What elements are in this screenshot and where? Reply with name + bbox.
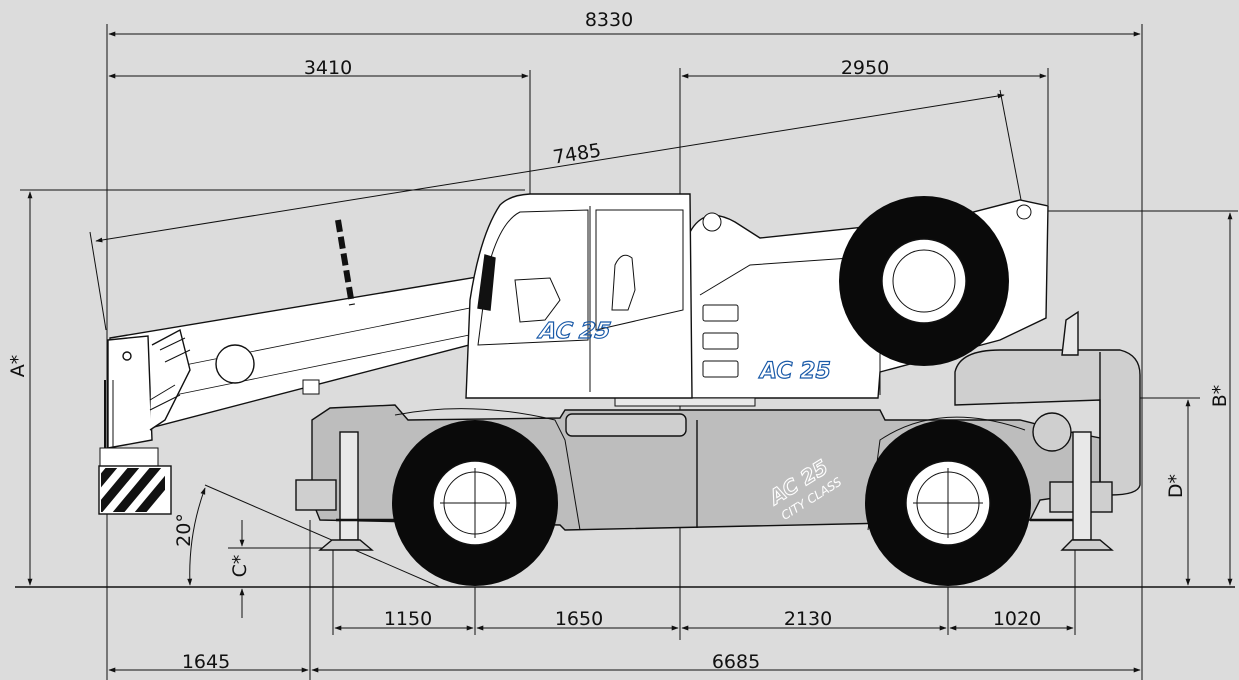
dim-front-axle: 1650: [555, 608, 603, 630]
rear-wheel: [865, 420, 1031, 586]
outriggers: [295, 431, 1114, 551]
counterweight-logo: AC 25: [758, 359, 831, 384]
dim-rear-axle: 2130: [784, 608, 832, 630]
dim-boom-front: 3410: [304, 57, 352, 79]
cab: [465, 193, 693, 399]
spare-wheel: [839, 196, 1009, 366]
label-height-a: A*: [7, 355, 29, 378]
cab-logo: AC 25: [535, 318, 612, 344]
dim-boom-length: 7485: [551, 139, 602, 168]
front-wheel: [392, 420, 558, 586]
dimension-lines: [27, 31, 1233, 673]
dim-front-overhang: 1645: [182, 651, 230, 673]
label-clearance-c: C*: [229, 555, 251, 578]
dim-rear-outrigger: 1020: [993, 608, 1041, 630]
dim-approach-angle: 20°: [173, 513, 195, 547]
dim-front-outrigger: 1150: [384, 608, 432, 630]
label-height-b: B*: [1209, 385, 1231, 408]
label-height-d: D*: [1165, 474, 1187, 498]
dim-overall-length: 8330: [585, 9, 633, 31]
hook-block: [98, 465, 172, 515]
dim-chassis-length: 6685: [712, 651, 760, 673]
dim-rear-section: 2950: [841, 57, 889, 79]
